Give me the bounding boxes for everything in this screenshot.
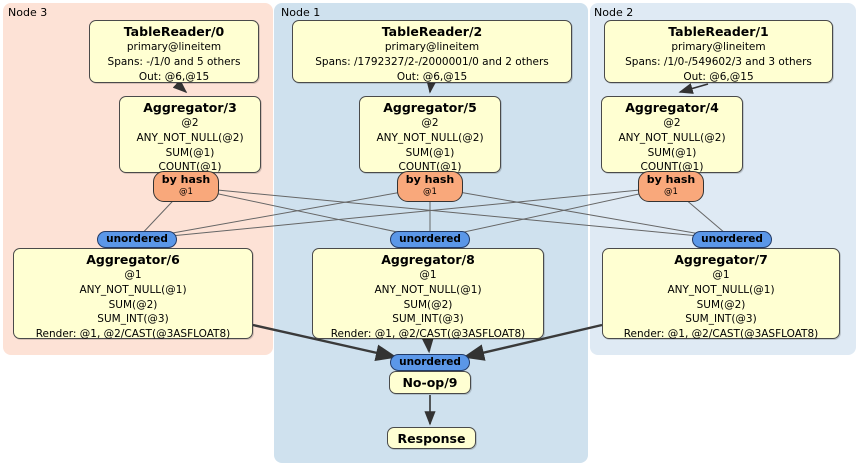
processor-detail: ANY_NOT_NULL(@1) [374,283,482,296]
processor-detail: ANY_NOT_NULL(@1) [79,283,187,296]
tablereader-2-box: TableReader/2 primary@lineitem Spans: /1… [292,20,572,83]
tablereader-1-box: TableReader/1 primary@lineitem Spans: /1… [604,20,833,83]
processor-detail: primary@lineitem [671,41,766,53]
by-hash-router-node3: by hash @1 [153,171,219,202]
router-columns: @1 [664,187,678,197]
edge-hash3-sync1 [185,186,431,240]
processor-title: Aggregator/7 [674,252,768,267]
processor-detail: Spans: /1792327/2-/2000001/0 and 2 other… [315,55,549,68]
processor-detail: SUM_INT(@3) [97,313,169,326]
unordered-sync-node1: unordered [390,231,470,248]
processor-detail: SUM(@2) [696,298,746,311]
processor-detail: primary@lineitem [126,41,222,53]
processor-title: TableReader/0 [123,24,225,39]
processor-detail: SUM(@1) [647,146,697,159]
node3-label: Node 3 [8,6,48,19]
edge-agg8-final [418,331,436,354]
processor-detail: Out: @6,@15 [683,70,754,83]
processor-title: No-op/9 [402,375,458,390]
unordered-sync-node3: unordered [97,231,177,248]
processor-detail: SUM_INT(@3) [685,313,757,326]
processor-detail: Render: @1, @2/CAST(@3ASFLOAT8) [330,328,526,341]
processor-title: TableReader/1 [668,24,769,39]
edge-hash2-sync1 [431,186,672,240]
processor-title: Response [397,431,466,446]
processor-title: Aggregator/8 [381,252,475,267]
processor-detail: primary@lineitem [384,41,480,53]
edge-hash1-sync2 [429,186,730,240]
response-box: Response [387,427,476,449]
noop-box: No-op/9 [389,371,471,394]
aggregator-6-box: Aggregator/6 @1 ANY_NOT_NULL(@1) SUM(@2)… [13,248,253,341]
unordered-sync-final: unordered [390,354,470,371]
edge-hash1-sync3 [138,186,431,240]
aggregator-8-box: Aggregator/8 @1 ANY_NOT_NULL(@1) SUM(@2)… [312,248,544,341]
aggregator-5-box: Aggregator/5 @2 ANY_NOT_NULL(@2) SUM(@1)… [359,96,501,173]
aggregator-7-box: Aggregator/7 @1 ANY_NOT_NULL(@1) SUM(@2)… [602,248,840,341]
processor-detail: Out: @6,@15 [396,70,468,83]
processor-detail: @2 [663,117,681,129]
edge-tr0-agg3 [172,79,188,94]
processor-detail: Spans: /1/0-/549602/3 and 3 others [625,55,812,68]
processor-detail: ANY_NOT_NULL(@2) [618,131,726,144]
processor-title: Aggregator/4 [625,100,719,115]
edge-hash3-sync2 [185,186,731,240]
node1-label: Node 1 [281,6,321,19]
edge-tr1-agg4 [678,83,709,94]
processor-detail: Spans: -/1/0 and 5 others [107,55,241,68]
processor-title: TableReader/2 [381,24,483,39]
edge-agg6-final [252,323,398,361]
processor-detail: @1 [712,269,730,281]
processor-detail: @1 [124,269,142,281]
aggregator-3-box: Aggregator/3 @2 ANY_NOT_NULL(@2) SUM(@1)… [119,96,261,173]
by-hash-router-node2: by hash @1 [638,171,704,202]
node2-label: Node 2 [594,6,634,19]
unordered-sync-node2: unordered [692,231,772,248]
processor-detail: SUM_INT(@3) [392,313,464,326]
processor-detail: ANY_NOT_NULL(@2) [136,131,244,144]
router-label: by hash [405,173,455,186]
processor-detail: Render: @1, @2/CAST(@3ASFLOAT8) [35,328,231,341]
router-columns: @1 [423,187,437,197]
processor-detail: Render: @1, @2/CAST(@3ASFLOAT8) [623,328,819,341]
processor-detail: SUM(@2) [108,298,158,311]
processor-title: Aggregator/3 [143,100,237,115]
processor-detail: ANY_NOT_NULL(@1) [667,283,775,296]
router-columns: @1 [179,187,193,197]
processor-detail: @2 [421,117,439,129]
processor-detail: @1 [419,269,437,281]
processor-detail: COUNT(@1) [640,161,704,174]
processor-detail: SUM(@1) [165,146,215,159]
processor-detail: ANY_NOT_NULL(@2) [376,131,484,144]
processor-detail: SUM(@1) [405,146,455,159]
aggregator-4-box: Aggregator/4 @2 ANY_NOT_NULL(@2) SUM(@1)… [601,96,743,173]
processor-detail: @2 [181,117,199,129]
edge-agg7-final [462,323,603,361]
by-hash-router-node1: by hash @1 [397,171,463,202]
edge-hash2-sync3 [139,186,672,240]
processor-detail: SUM(@2) [403,298,453,311]
processor-title: Aggregator/5 [383,100,477,115]
processor-title: Aggregator/6 [86,252,180,267]
processor-detail: COUNT(@1) [158,161,222,174]
router-label: by hash [161,173,211,186]
tablereader-0-box: TableReader/0 primary@lineitem Spans: -/… [89,20,259,83]
router-label: by hash [646,173,696,186]
edge-tr2-agg5 [426,78,438,94]
processor-detail: COUNT(@1) [398,161,462,174]
processor-detail: Out: @6,@15 [138,70,210,83]
